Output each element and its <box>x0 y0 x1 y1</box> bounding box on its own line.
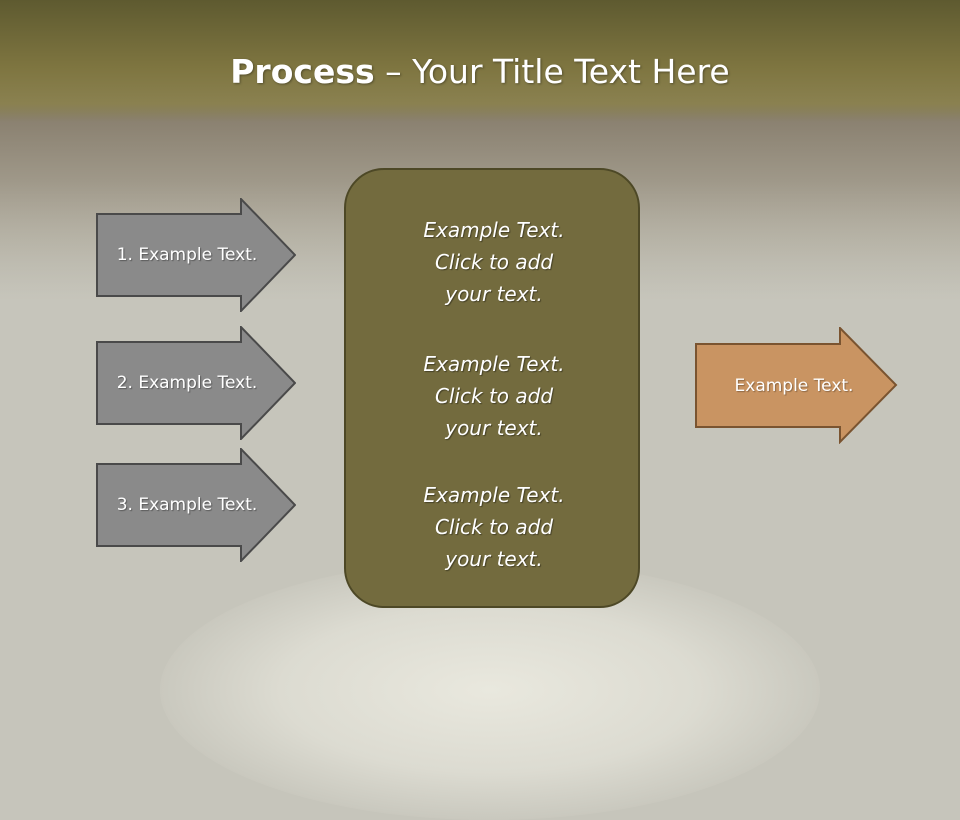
center-text-line: your text. <box>445 282 543 306</box>
center-text-block-2[interactable]: Example Text. Click to add your text. <box>346 348 642 444</box>
input-arrow-label: 1. Example Text. <box>116 245 258 265</box>
center-text-block-1[interactable]: Example Text. Click to add your text. <box>346 214 642 310</box>
arrow-shape <box>96 448 296 562</box>
center-text-line: Click to add <box>434 515 554 539</box>
arrow-shape <box>695 327 898 444</box>
input-arrow-3[interactable]: 3. Example Text. <box>96 448 296 562</box>
slide-title[interactable]: Process – Your Title Text Here <box>0 52 960 91</box>
center-text-line: your text. <box>445 416 543 440</box>
input-arrow-2[interactable]: 2. Example Text. <box>96 326 296 440</box>
title-bold: Process <box>230 52 375 91</box>
arrow-shape <box>96 326 296 440</box>
output-arrow[interactable]: Example Text. <box>695 327 898 444</box>
title-rest: – Your Title Text Here <box>374 52 730 91</box>
input-arrow-label: 2. Example Text. <box>116 373 258 393</box>
center-text-line: Example Text. <box>423 352 565 376</box>
center-text-line: Click to add <box>434 250 554 274</box>
input-arrow-1[interactable]: 1. Example Text. <box>96 198 296 312</box>
arrow-shape <box>96 198 296 312</box>
center-text-block-3[interactable]: Example Text. Click to add your text. <box>346 479 642 575</box>
center-text-line: Example Text. <box>423 483 565 507</box>
input-arrow-label: 3. Example Text. <box>116 495 258 515</box>
center-process-box[interactable]: Example Text. Click to add your text. Ex… <box>344 168 640 608</box>
center-text-line: your text. <box>445 547 543 571</box>
center-text-line: Click to add <box>434 384 554 408</box>
output-arrow-label: Example Text. <box>734 375 854 396</box>
center-text-line: Example Text. <box>423 218 565 242</box>
title-bar <box>0 0 960 122</box>
